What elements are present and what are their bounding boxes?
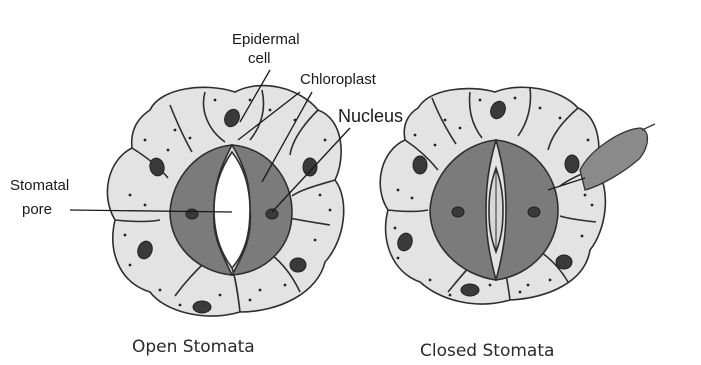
label-epidermal-cell-1: Epidermal: [232, 31, 300, 48]
label-epidermal-cell-2: cell: [248, 50, 271, 67]
label-nucleus: Nucleus: [338, 106, 403, 126]
closed-stomata-figure: [380, 87, 655, 304]
label-chloroplast: Chloroplast: [300, 71, 377, 88]
caption-open-stomata: Open Stomata: [132, 337, 255, 357]
open-stomata-figure: [107, 86, 343, 316]
label-stomatal-pore-1: Stomatal: [10, 177, 69, 194]
label-stomatal-pore-2: pore: [22, 201, 52, 218]
caption-closed-stomata: Closed Stomata: [420, 341, 554, 361]
captions: Open Stomata Closed Stomata: [132, 337, 554, 361]
